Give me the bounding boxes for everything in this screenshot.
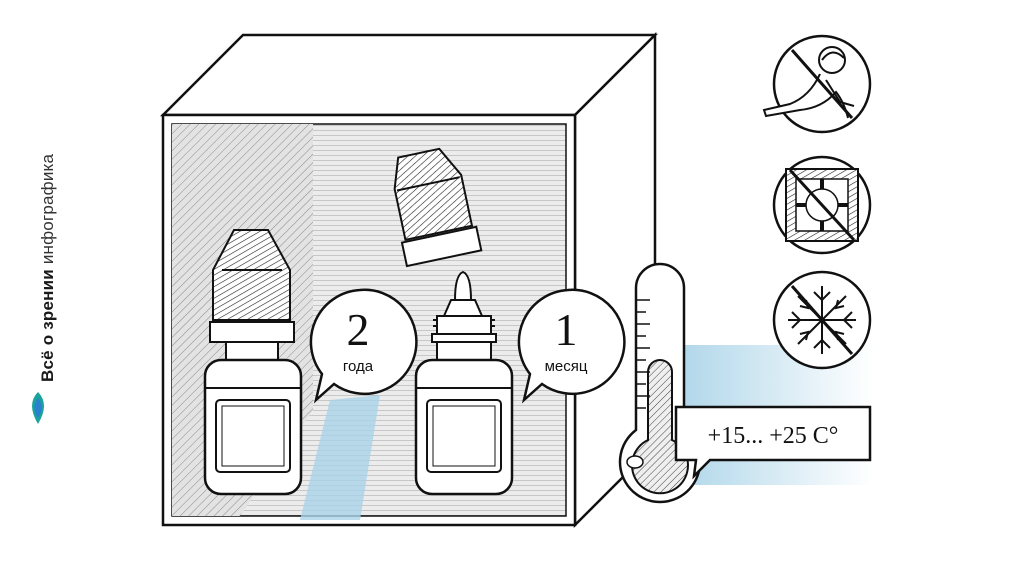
temperature-label: +15... +25 C° [674, 405, 872, 480]
brand-name-bold: Всё о зрении [38, 269, 57, 382]
no-freezing-icon [772, 270, 872, 370]
shelf-life-bubble-opened: 1 месяц [517, 288, 626, 404]
shelf-life-bubble-sealed: 2 года [309, 288, 418, 404]
shelf-life-number-sealed: 2 [347, 304, 370, 355]
shelf-life-unit-sealed: года [343, 358, 374, 375]
bottle-left [203, 229, 303, 496]
temperature-range: +15... +25 C° [708, 423, 839, 449]
brand-name-light: инфографика [38, 153, 57, 265]
brand-logo [32, 392, 44, 424]
no-children-icon [762, 34, 872, 134]
bottle-right [414, 270, 514, 496]
brand-name: Всё о зрении инфографика [38, 154, 58, 382]
shelf-life-number-opened: 1 [555, 304, 578, 355]
no-sunlight-icon [772, 155, 872, 255]
floating-cap [393, 147, 483, 268]
shelf-life-unit-opened: месяц [545, 358, 588, 375]
